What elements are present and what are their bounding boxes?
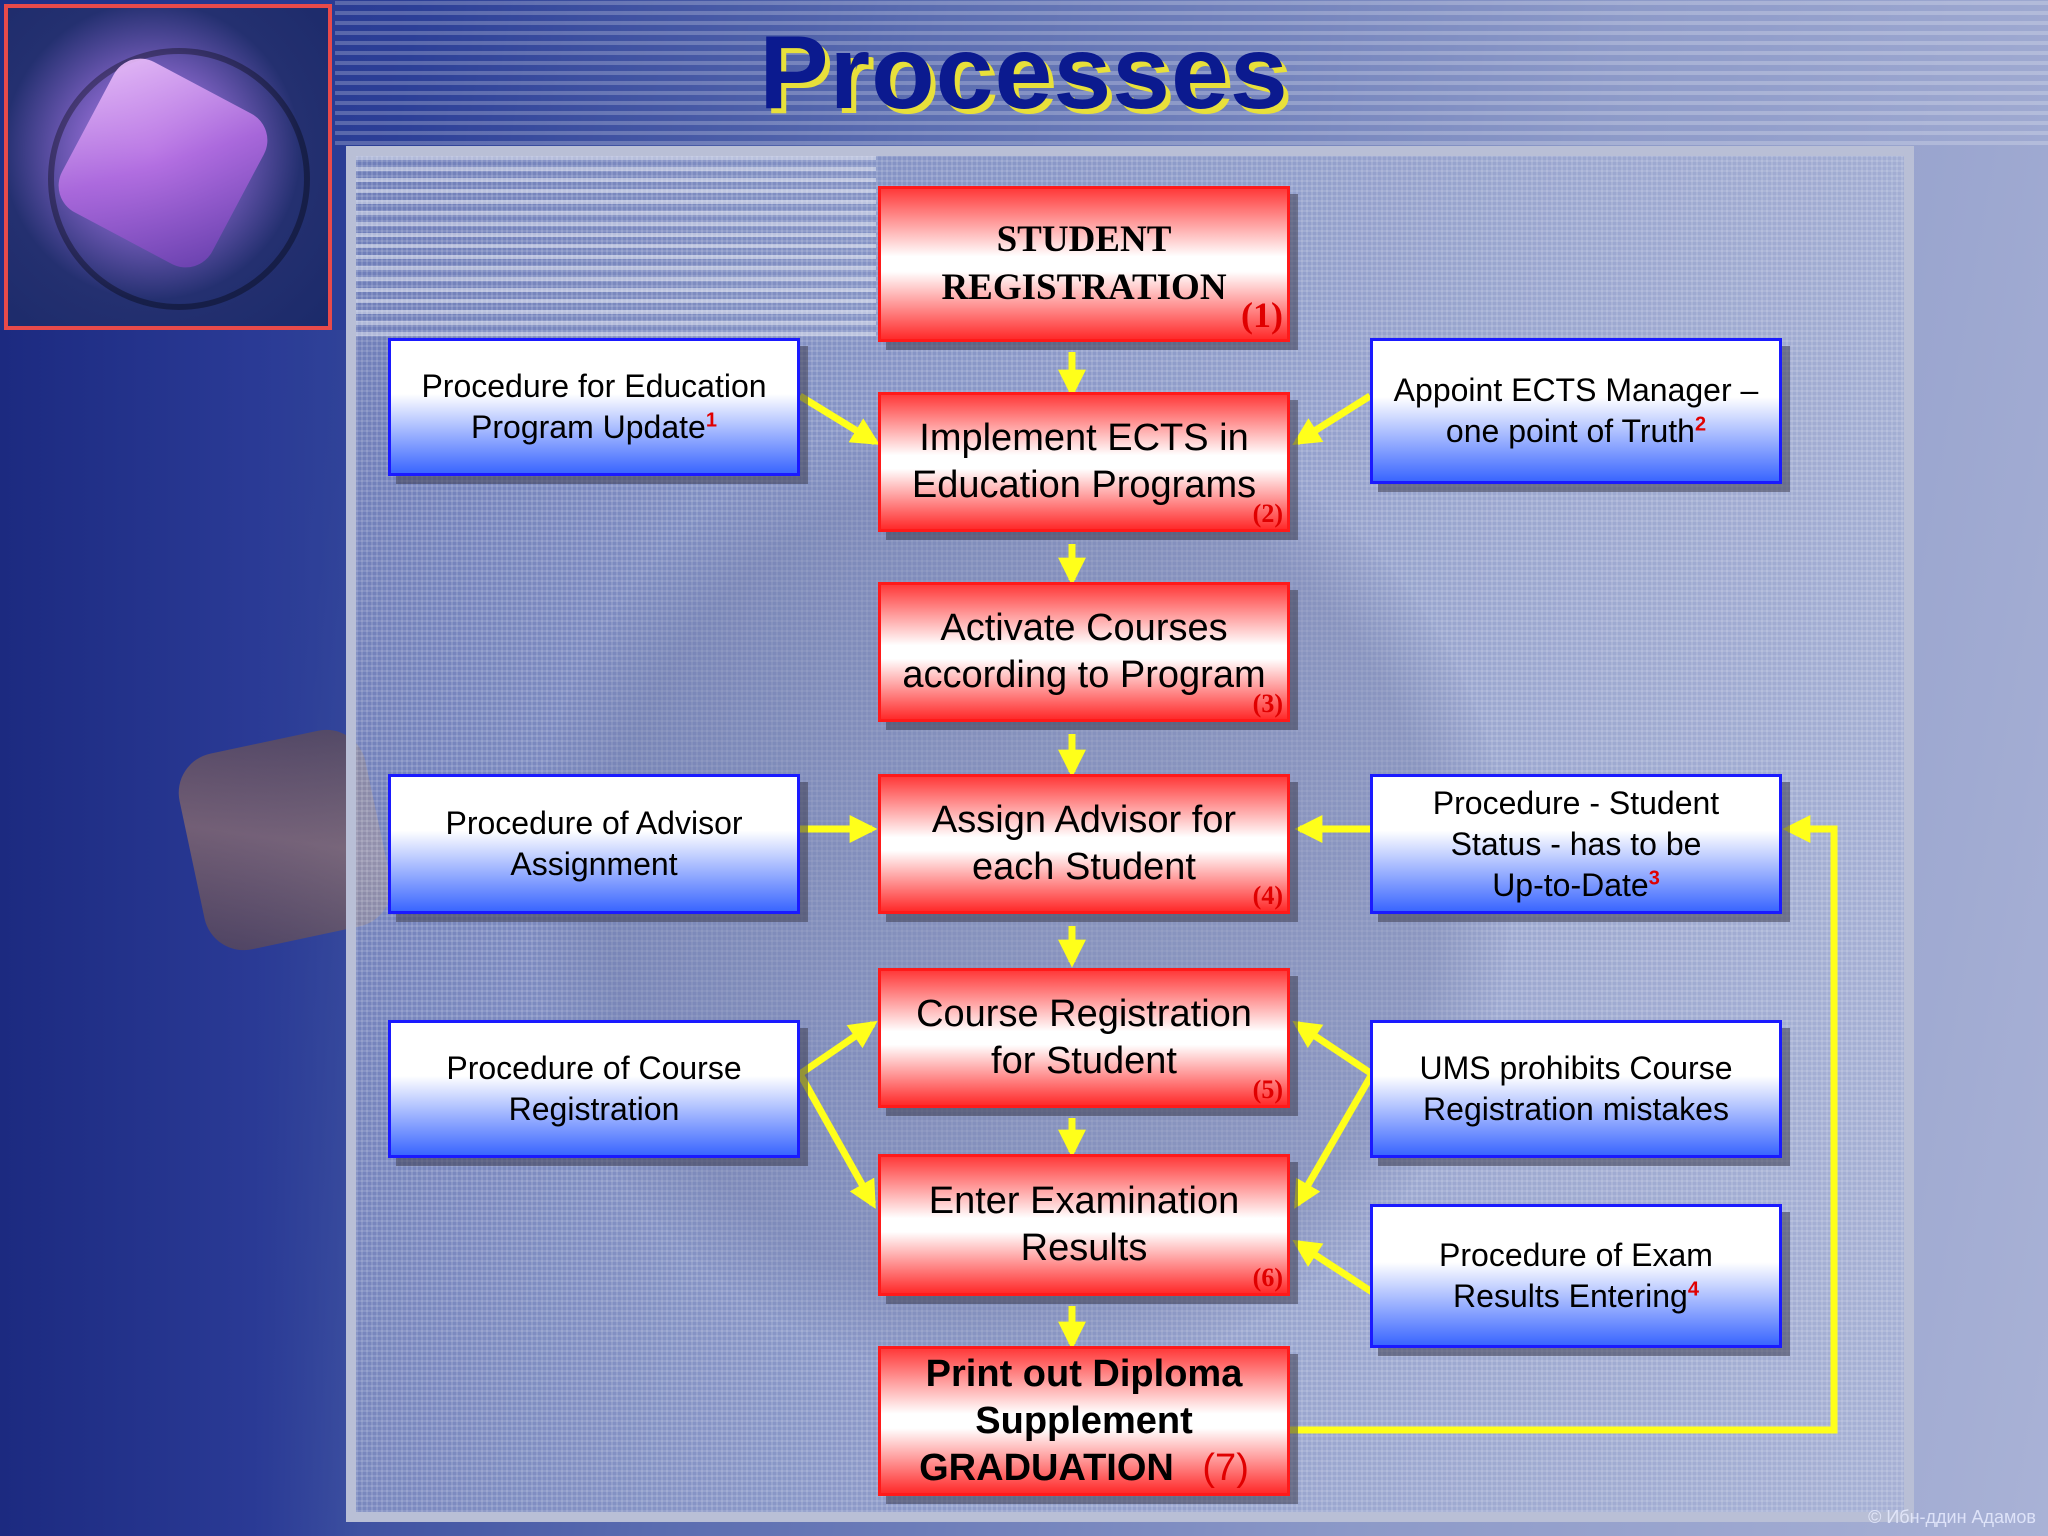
footnote-1: 1	[705, 409, 717, 432]
procedure-advisor-assignment: Procedure of Advisor Assignment	[388, 774, 800, 914]
procedure-4-line3: Up-to-Date	[1492, 866, 1649, 903]
step-1-line2: REGISTRATION	[941, 267, 1227, 308]
procedure-1-line1: Procedure for Education	[421, 368, 767, 404]
step-6-line1: Enter Examination	[928, 1180, 1240, 1222]
step-3-line2: according to Program	[902, 654, 1266, 696]
footnote-2: 2	[1694, 413, 1707, 436]
footnote-4: 4	[1687, 1278, 1699, 1301]
procedure-4-line3-wrap: Up-to-Date3	[1492, 865, 1660, 906]
network-plug-logo	[4, 4, 332, 330]
step-2-line1: Implement ECTS in	[919, 417, 1249, 459]
step-3-number: (3)	[1252, 689, 1283, 718]
step-2-line2: Education Programs	[911, 464, 1257, 506]
step-7-line2: Supplement	[975, 1399, 1193, 1442]
step-7-line3-wrap: GRADUATION (7)	[919, 1445, 1249, 1492]
step-assign-advisor: Assign Advisor for each Student (4)	[878, 774, 1290, 914]
step-2-number: (2)	[1252, 499, 1283, 528]
header-stripes	[335, 0, 2048, 145]
procedure-3-line1: Procedure of Advisor	[445, 805, 743, 841]
procedure-5-line2: Registration	[508, 1091, 680, 1127]
arrow-s7-loop-to-p4	[1290, 815, 1838, 1434]
step-5-number: (5)	[1252, 1075, 1283, 1104]
procedure-7-line2-wrap: Results Entering4	[1453, 1276, 1699, 1317]
arrow-p6-to-s5	[1292, 1020, 1374, 1077]
step-4-number: (4)	[1252, 881, 1283, 910]
procedure-2-line2-wrap: one point of Truth2	[1446, 411, 1706, 452]
procedure-7-line1: Procedure of Exam	[1439, 1237, 1713, 1273]
step-5-line1: Course Registration	[916, 993, 1252, 1035]
procedure-4-line2: Status - has to be	[1450, 825, 1702, 862]
procedure-2-line2: one point of Truth	[1445, 413, 1695, 449]
step-7-line3: GRADUATION	[919, 1446, 1174, 1489]
procedure-student-status: Procedure - Student Status - has to be U…	[1370, 774, 1782, 914]
step-1-number: (1)	[1241, 295, 1283, 335]
author-credit: © Ибн-ддин Адамов	[1868, 1507, 2036, 1527]
footnote-3: 3	[1648, 866, 1660, 889]
procedure-3-line2: Assignment	[510, 846, 678, 882]
logo-globe-ring	[48, 48, 310, 310]
step-7-line1: Print out Diploma	[925, 1352, 1243, 1395]
procedure-5-line1: Procedure of Course	[446, 1050, 742, 1086]
procedure-education-program-update: Procedure for Education Program Update1	[388, 338, 800, 476]
step-1-line1: STUDENT	[996, 219, 1172, 260]
step-graduation: Print out Diploma Supplement GRADUATION …	[878, 1346, 1290, 1496]
step-student-registration: STUDENT REGISTRATION (1)	[878, 186, 1290, 342]
panel-stripes	[356, 156, 876, 336]
arrow-p5-to-s5	[798, 1020, 878, 1077]
procedure-1-line2: Program Update	[471, 409, 706, 445]
procedure-7-line2: Results Entering	[1453, 1278, 1688, 1314]
step-implement-ects: Implement ECTS in Education Programs (2)	[878, 392, 1290, 532]
step-4-line2: each Student	[972, 846, 1196, 888]
procedure-6-line2: Registration mistakes	[1423, 1091, 1729, 1127]
procedure-4-line1: Procedure - Student	[1432, 784, 1720, 821]
step-4-line1: Assign Advisor for	[931, 799, 1237, 841]
step-activate-courses: Activate Courses according to Program (3…	[878, 582, 1290, 722]
slide-title: Processes	[759, 15, 1289, 131]
arrow-p6-to-s6	[1293, 1072, 1376, 1209]
arrow-p5-to-s6	[796, 1072, 877, 1209]
step-6-line2: Results	[1020, 1227, 1148, 1269]
procedure-ums-prohibits-mistakes: UMS prohibits Course Registration mistak…	[1370, 1020, 1782, 1158]
step-7-number: (7)	[1202, 1446, 1249, 1489]
procedure-appoint-ects-manager: Appoint ECTS Manager – one point of Trut…	[1370, 338, 1782, 484]
procedure-1-line2-wrap: Program Update1	[471, 407, 717, 448]
procedure-exam-results-entering: Procedure of Exam Results Entering4	[1370, 1204, 1782, 1348]
step-course-registration: Course Registration for Student (5)	[878, 968, 1290, 1108]
procedure-course-registration: Procedure of Course Registration	[388, 1020, 800, 1158]
procedure-6-line1: UMS prohibits Course	[1419, 1050, 1733, 1086]
procedure-2-line1: Appoint ECTS Manager –	[1393, 372, 1759, 408]
arrow-p2-to-s2	[1292, 393, 1372, 445]
arrow-p1-to-s2	[798, 393, 880, 445]
step-6-number: (6)	[1252, 1263, 1283, 1292]
step-3-line1: Activate Courses	[940, 607, 1228, 649]
arrow-p7-to-s6	[1292, 1239, 1374, 1295]
step-5-line2: for Student	[991, 1040, 1177, 1082]
step-enter-exam-results: Enter Examination Results (6)	[878, 1154, 1290, 1296]
